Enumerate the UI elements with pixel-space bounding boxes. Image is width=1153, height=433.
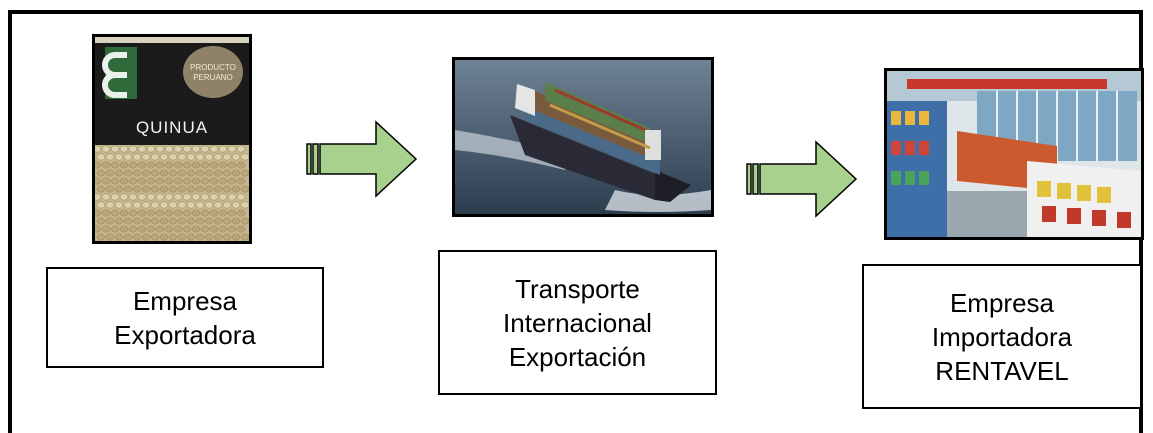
step-label-exportadora: Empresa Exportadora: [46, 267, 324, 368]
arrow-right-icon: [306, 120, 418, 198]
package-badge-line1: PRODUCTO: [190, 63, 236, 72]
label-line: Empresa: [949, 287, 1055, 318]
step-label-transporte: Transporte Internacional Exportación: [438, 250, 717, 395]
grocery-store-image: [884, 68, 1144, 240]
package-title: QUINUA: [136, 118, 208, 137]
label-line: Internacional: [503, 307, 652, 338]
label-line: RENTAVEL: [935, 355, 1069, 386]
label-line: Empresa: [132, 285, 238, 316]
label-line: Importadora: [931, 321, 1073, 352]
label-line: Transporte: [515, 273, 640, 304]
label-line: Exportadora: [114, 319, 256, 350]
label-line: Exportación: [508, 341, 647, 372]
quinoa-package-image: PRODUCTO PERUANO QUINUA: [92, 34, 252, 244]
container-ship-image: [452, 57, 714, 217]
brand-logo: [102, 47, 137, 99]
package-badge-line2: PERUANO: [193, 73, 233, 82]
quinoa-grains: [95, 145, 249, 241]
step-label-importadora: Empresa Importadora RENTAVEL: [862, 264, 1142, 409]
arrow-right-icon: [746, 140, 858, 218]
